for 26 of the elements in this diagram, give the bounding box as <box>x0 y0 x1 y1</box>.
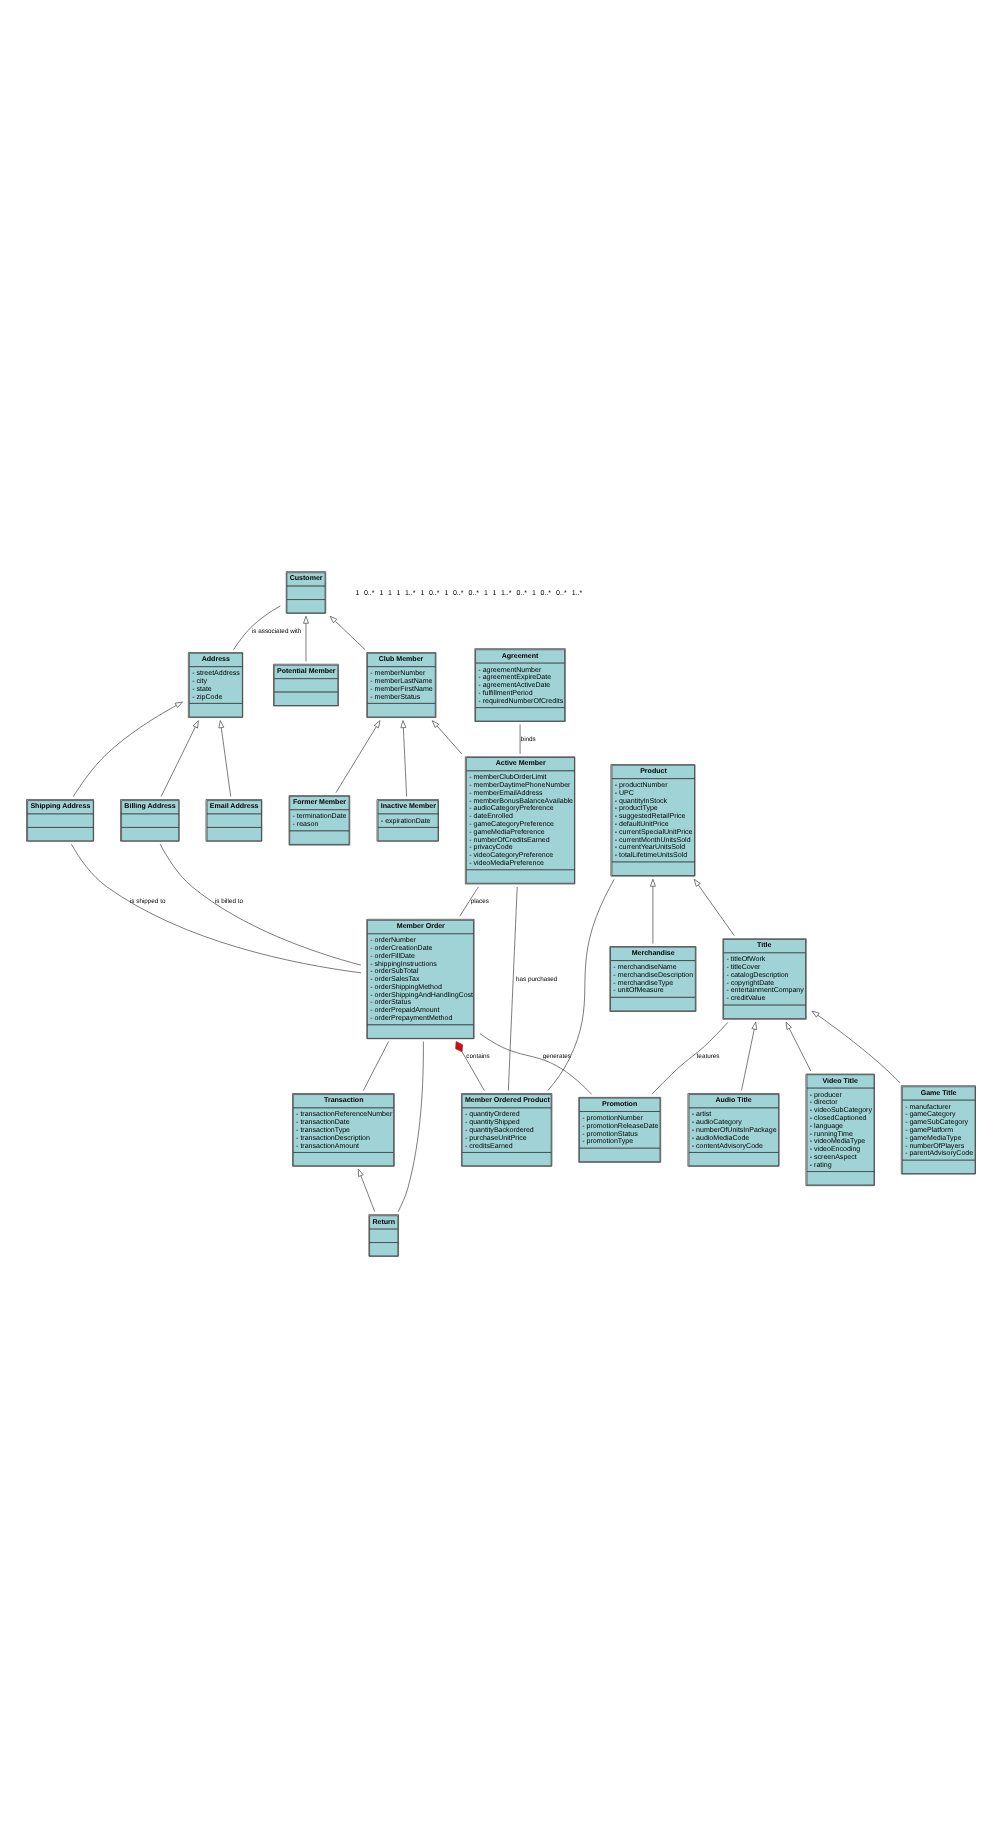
arrow <box>328 615 365 650</box>
connector <box>158 843 361 966</box>
arrow <box>810 1010 900 1084</box>
connector <box>70 843 361 974</box>
connector <box>232 605 280 651</box>
arrow <box>649 878 655 944</box>
connector <box>458 886 478 917</box>
connector <box>650 1021 728 1095</box>
arrow <box>334 720 380 793</box>
arrow <box>356 1168 375 1212</box>
connector <box>478 1033 592 1095</box>
arrow <box>430 720 462 755</box>
connector <box>454 1041 484 1091</box>
arrow <box>159 720 198 797</box>
arrow <box>740 1021 757 1091</box>
connector <box>361 1041 388 1091</box>
connector <box>396 1041 423 1213</box>
arrow <box>71 701 182 797</box>
connector <box>506 886 517 1091</box>
arrow <box>399 720 406 797</box>
arrow <box>217 720 231 797</box>
arrow <box>692 878 734 937</box>
connector <box>518 723 520 755</box>
arrow <box>784 1021 811 1072</box>
connector <box>546 878 614 1091</box>
arrow <box>302 615 308 662</box>
